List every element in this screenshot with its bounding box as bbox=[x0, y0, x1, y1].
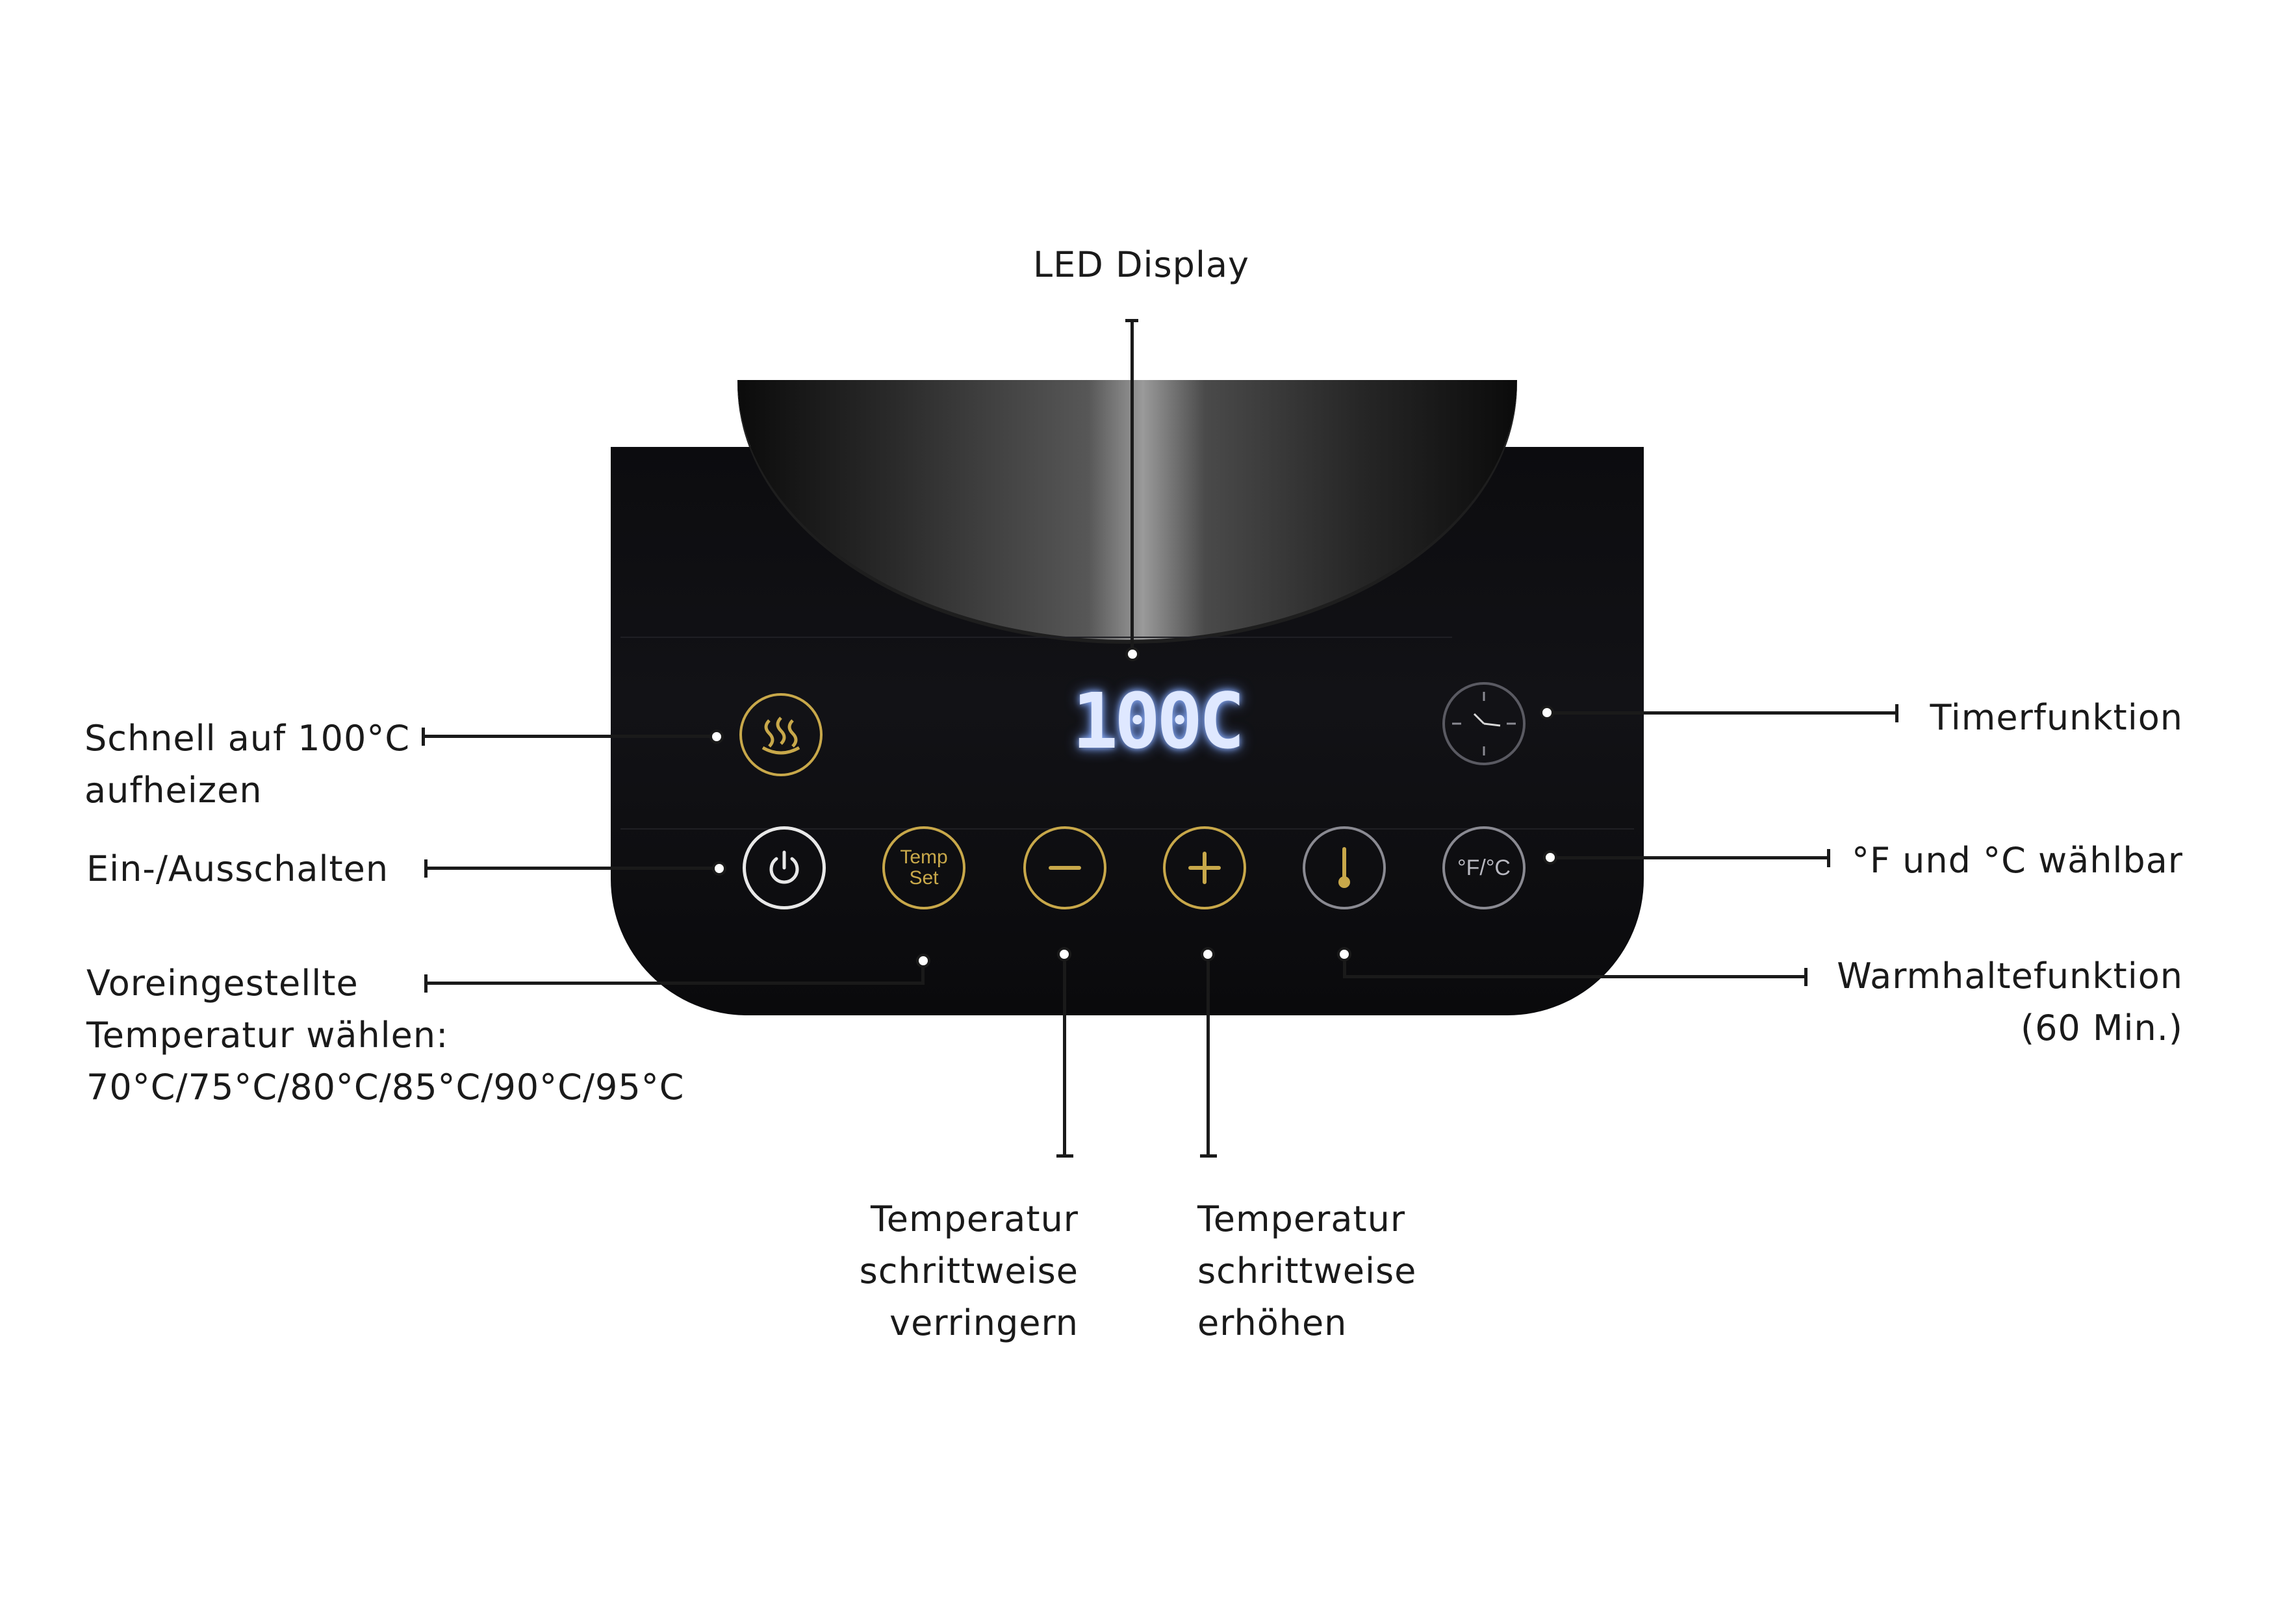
callout-dot bbox=[916, 954, 930, 968]
callout-dot bbox=[1125, 647, 1140, 661]
callout-dot bbox=[1540, 705, 1554, 720]
label-quick-heat: Schnell auf 100°C bbox=[84, 718, 411, 759]
steam-icon bbox=[761, 717, 800, 755]
callout-line bbox=[1343, 961, 1346, 978]
label-unit: °F und °C wählbar bbox=[1851, 840, 2183, 881]
callout-line bbox=[424, 867, 719, 870]
power-button[interactable] bbox=[743, 826, 826, 909]
led-display: 100C bbox=[1072, 676, 1245, 766]
keep-warm-button[interactable] bbox=[1303, 826, 1386, 909]
label-preset-temperature: Voreingestellte bbox=[86, 963, 359, 1004]
callout-line bbox=[1207, 961, 1210, 1156]
callout-line bbox=[1131, 319, 1134, 649]
label-increase: schrittweise bbox=[1197, 1250, 1417, 1291]
quick-heat-button[interactable] bbox=[739, 693, 823, 776]
label-increase: erhöhen bbox=[1197, 1302, 1348, 1343]
power-icon bbox=[769, 850, 799, 884]
callout-line bbox=[1554, 711, 1898, 715]
label-increase: Temperatur bbox=[1197, 1199, 1406, 1239]
increase-button[interactable] bbox=[1163, 826, 1246, 909]
callout-dot bbox=[712, 861, 726, 876]
decrease-button[interactable] bbox=[1023, 826, 1106, 909]
label-quick-heat: aufheizen bbox=[84, 770, 262, 811]
label-keep-warm: (60 Min.) bbox=[2021, 1008, 2183, 1048]
unit-toggle-button[interactable]: °F/°C bbox=[1442, 826, 1526, 909]
label-preset-temperature: Temperatur wählen: bbox=[86, 1015, 449, 1056]
callout-dot bbox=[1337, 947, 1351, 961]
minus-icon bbox=[1049, 866, 1081, 870]
callout-line bbox=[422, 735, 716, 738]
panel-divider bbox=[620, 637, 1452, 638]
unit-toggle-label: °F/°C bbox=[1457, 855, 1511, 880]
label-keep-warm: Warmhaltefunktion bbox=[1837, 956, 2183, 996]
callout-line bbox=[1343, 975, 1808, 978]
temp-set-button[interactable]: Temp Set bbox=[882, 826, 965, 909]
callout-line bbox=[1557, 856, 1830, 859]
temp-set-label: Temp bbox=[900, 846, 948, 868]
temp-set-label: Set bbox=[909, 867, 939, 889]
label-power: Ein-/Ausschalten bbox=[86, 848, 389, 889]
label-timer: Timerfunktion bbox=[1930, 697, 2183, 738]
label-led-display: LED Display bbox=[1033, 244, 1249, 285]
panel-divider bbox=[620, 828, 1634, 830]
callout-line bbox=[921, 968, 925, 985]
callout-dot bbox=[709, 730, 724, 744]
label-preset-temperature: 70°C/75°C/80°C/85°C/90°C/95°C bbox=[86, 1067, 685, 1108]
timer-button[interactable] bbox=[1442, 682, 1526, 765]
callout-dot bbox=[1543, 850, 1557, 865]
callout-line bbox=[424, 982, 925, 985]
callout-dot bbox=[1201, 947, 1215, 961]
callout-line bbox=[1063, 961, 1066, 1156]
label-decrease: Temperatur bbox=[870, 1199, 1079, 1239]
callout-dot bbox=[1057, 947, 1071, 961]
label-decrease: schrittweise bbox=[859, 1250, 1079, 1291]
thermometer-icon bbox=[1338, 847, 1350, 888]
clock-icon bbox=[1452, 692, 1516, 755]
label-decrease: verringern bbox=[889, 1302, 1079, 1343]
plus-icon bbox=[1188, 852, 1221, 884]
